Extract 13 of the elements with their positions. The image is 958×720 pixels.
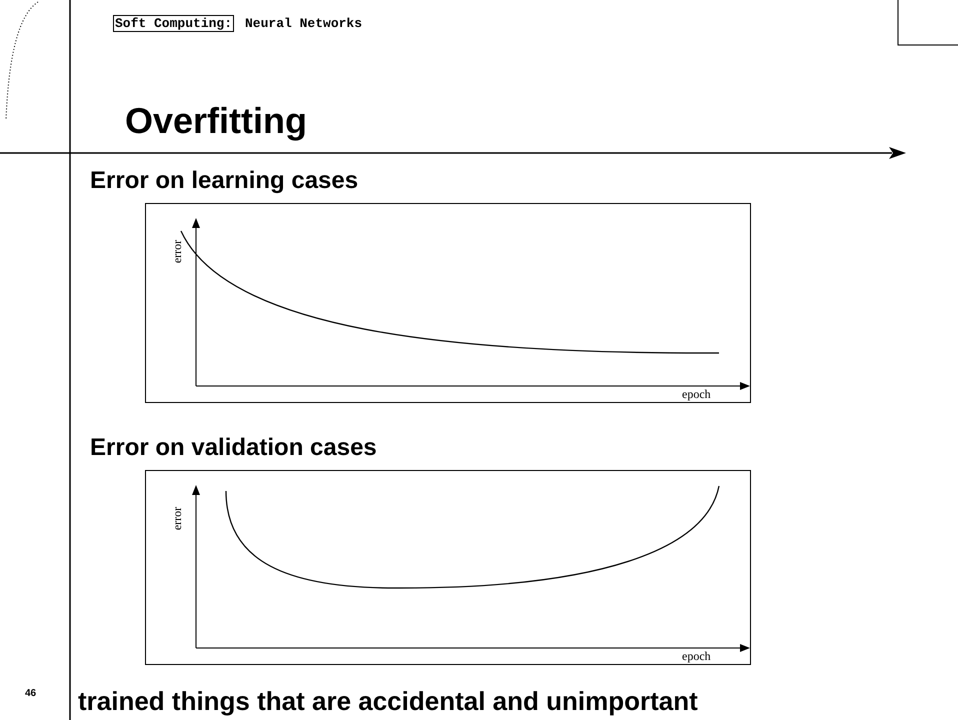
- plot-frame: [145, 470, 751, 665]
- axis-label: error: [170, 240, 186, 264]
- axis-label: error: [170, 506, 186, 530]
- section-heading: Error on learning cases: [90, 167, 358, 195]
- axis-label: epoch: [682, 649, 711, 664]
- header-box: Soft Computing:: [113, 15, 234, 32]
- plot-frame: [145, 203, 751, 403]
- page-number: 46: [25, 688, 36, 699]
- axis-label: epoch: [682, 387, 711, 402]
- header-text: Neural Networks: [245, 16, 362, 31]
- slide-title: Overfitting: [125, 100, 308, 142]
- section-heading: Error on validation cases: [90, 434, 377, 462]
- bottom-text: trained things that are accidental and unimportant: [78, 686, 698, 717]
